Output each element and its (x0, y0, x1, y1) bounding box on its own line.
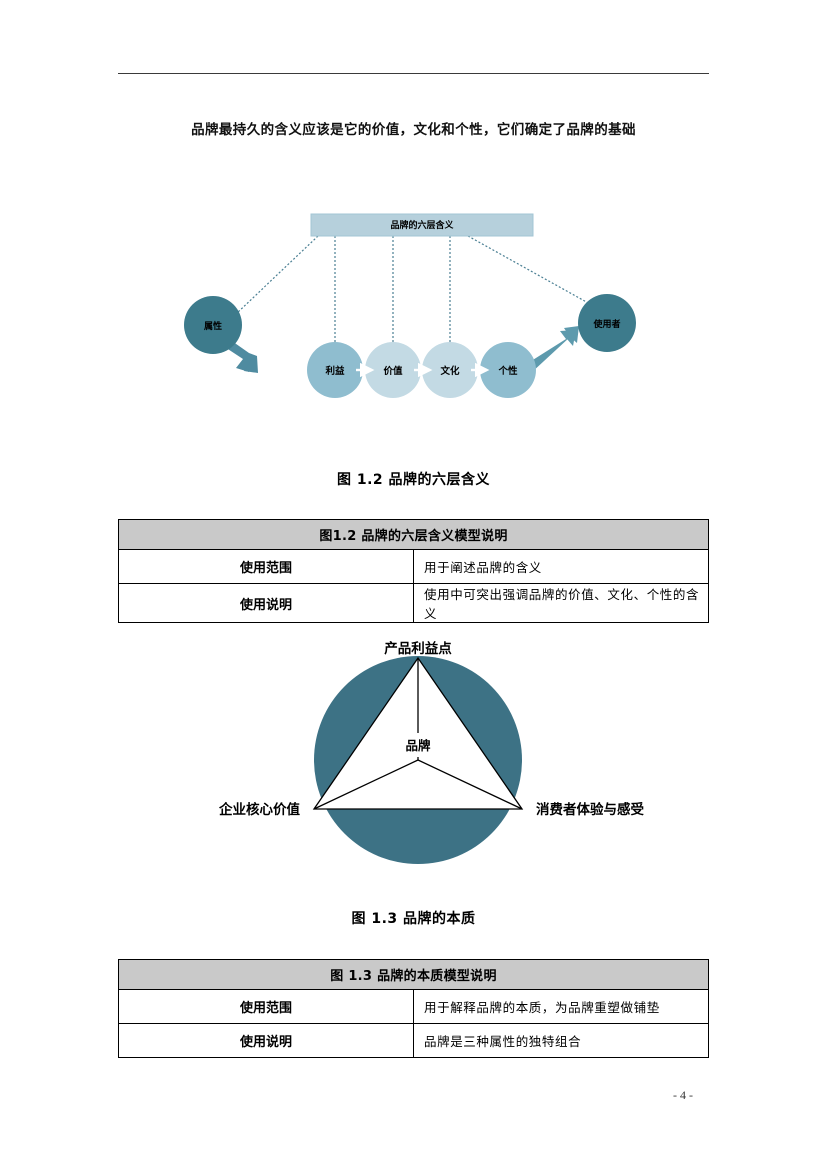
header-box: 品牌的六层含义 (310, 213, 534, 237)
essence-vertex-top-label: 产品利益点 (384, 640, 452, 657)
table-1-3-row-0-label: 使用范围 (118, 989, 414, 1024)
arrow-last-to-end (527, 326, 579, 373)
table-1-2-header-cell: 图1.2 品牌的六层含义模型说明 (118, 519, 709, 550)
table-1-2-row-1-value: 使用中可突出强调品牌的价值、文化、个性的含义 (413, 583, 709, 623)
table-row: 使用说明 使用中可突出强调品牌的价值、文化、个性的含义 (118, 583, 709, 623)
essence-center-label-backdrop (390, 733, 446, 757)
table-1-3-row-1-label: 使用说明 (118, 1023, 414, 1058)
figure-1-3-diagram: 品牌 产品利益点 企业核心价值 消费者体验与感受 (118, 636, 709, 881)
essence-vertex-right-label: 消费者体验与感受 (536, 801, 644, 818)
node-end: 使用者 (578, 294, 636, 352)
table-1-2-header-row: 图1.2 品牌的六层含义模型说明 (118, 519, 709, 550)
node-middle-3-label: 个性 (497, 365, 518, 377)
node-middle-1: 价值 (365, 342, 421, 398)
table-1-3-header-row: 图 1.3 品牌的本质模型说明 (118, 959, 709, 990)
table-row: 使用范围 用于解释品牌的本质，为品牌重塑做铺垫 (118, 989, 709, 1024)
table-1-2-row-0-value: 用于阐述品牌的含义 (413, 549, 709, 584)
table-row: 使用说明 品牌是三种属性的独特组合 (118, 1023, 709, 1058)
essence-center-label: 品牌 (405, 738, 431, 753)
node-middle-2: 文化 (422, 342, 478, 398)
figure-1-2-diagram: 品牌的六层含义 属性 使用者 (118, 196, 709, 426)
table-1-2-row-0-label: 使用范围 (118, 549, 414, 584)
page-number: - 4 - (673, 1088, 693, 1102)
node-middle-3: 个性 (480, 342, 536, 398)
table-1-3-row-1-value: 品牌是三种属性的独特组合 (413, 1023, 709, 1058)
figure-1-2-caption: 图 1.2 品牌的六层含义 (336, 472, 491, 488)
dotted-connectors (235, 235, 591, 346)
node-middle-1-label: 价值 (383, 365, 403, 377)
header-box-label: 品牌的六层含义 (390, 219, 454, 231)
table-1-3-header-cell: 图 1.3 品牌的本质模型说明 (118, 959, 709, 990)
table-row: 使用范围 用于阐述品牌的含义 (118, 549, 709, 584)
table-1-2-row-1-label: 使用说明 (118, 583, 414, 623)
table-1-3: 图 1.3 品牌的本质模型说明 使用范围 用于解释品牌的本质，为品牌重塑做铺垫 … (118, 959, 709, 1058)
figure-1-2-svg: 品牌的六层含义 属性 使用者 (184, 213, 636, 398)
header-divider (118, 73, 709, 74)
node-middle-0-label: 利益 (324, 365, 345, 377)
table-1-2: 图1.2 品牌的六层含义模型说明 使用范围 用于阐述品牌的含义 使用说明 使用中… (118, 519, 709, 623)
node-middle-0: 利益 (307, 342, 363, 398)
figure-1-3-svg: 品牌 产品利益点 企业核心价值 消费者体验与感受 (218, 640, 644, 864)
figure-1-3-caption: 图 1.3 品牌的本质 (351, 911, 476, 927)
table-1-3-row-0-value: 用于解释品牌的本质，为品牌重塑做铺垫 (413, 989, 709, 1024)
node-start: 属性 (184, 296, 242, 354)
essence-vertex-left-label: 企业核心价值 (218, 801, 300, 818)
node-start-label: 属性 (203, 320, 222, 332)
intro-heading: 品牌最持久的含义应该是它的价值，文化和个性，它们确定了品牌的基础 (191, 122, 636, 138)
node-middle-2-label: 文化 (439, 365, 460, 377)
node-end-label: 使用者 (592, 318, 620, 330)
